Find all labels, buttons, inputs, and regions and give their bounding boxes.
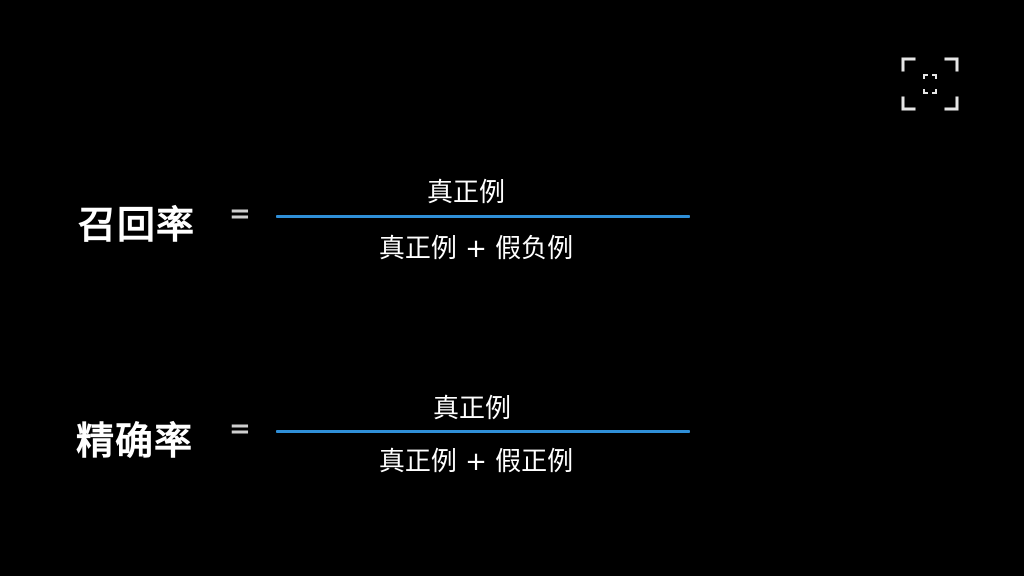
- precision-equals-sign: =: [229, 414, 251, 444]
- recall-equals-sign: =: [229, 199, 251, 229]
- recall-denominator: 真正例 + 假负例: [378, 234, 574, 264]
- precision-denominator: 真正例 + 假正例: [378, 447, 574, 477]
- fullscreen-icon[interactable]: [900, 56, 960, 112]
- recall-numerator: 真正例: [426, 178, 505, 208]
- precision-term: 精确率: [76, 419, 194, 463]
- precision-fraction-bar: [276, 430, 690, 433]
- recall-term: 召回率: [78, 203, 196, 247]
- recall-fraction-bar: [276, 215, 690, 218]
- precision-numerator: 真正例: [432, 394, 511, 424]
